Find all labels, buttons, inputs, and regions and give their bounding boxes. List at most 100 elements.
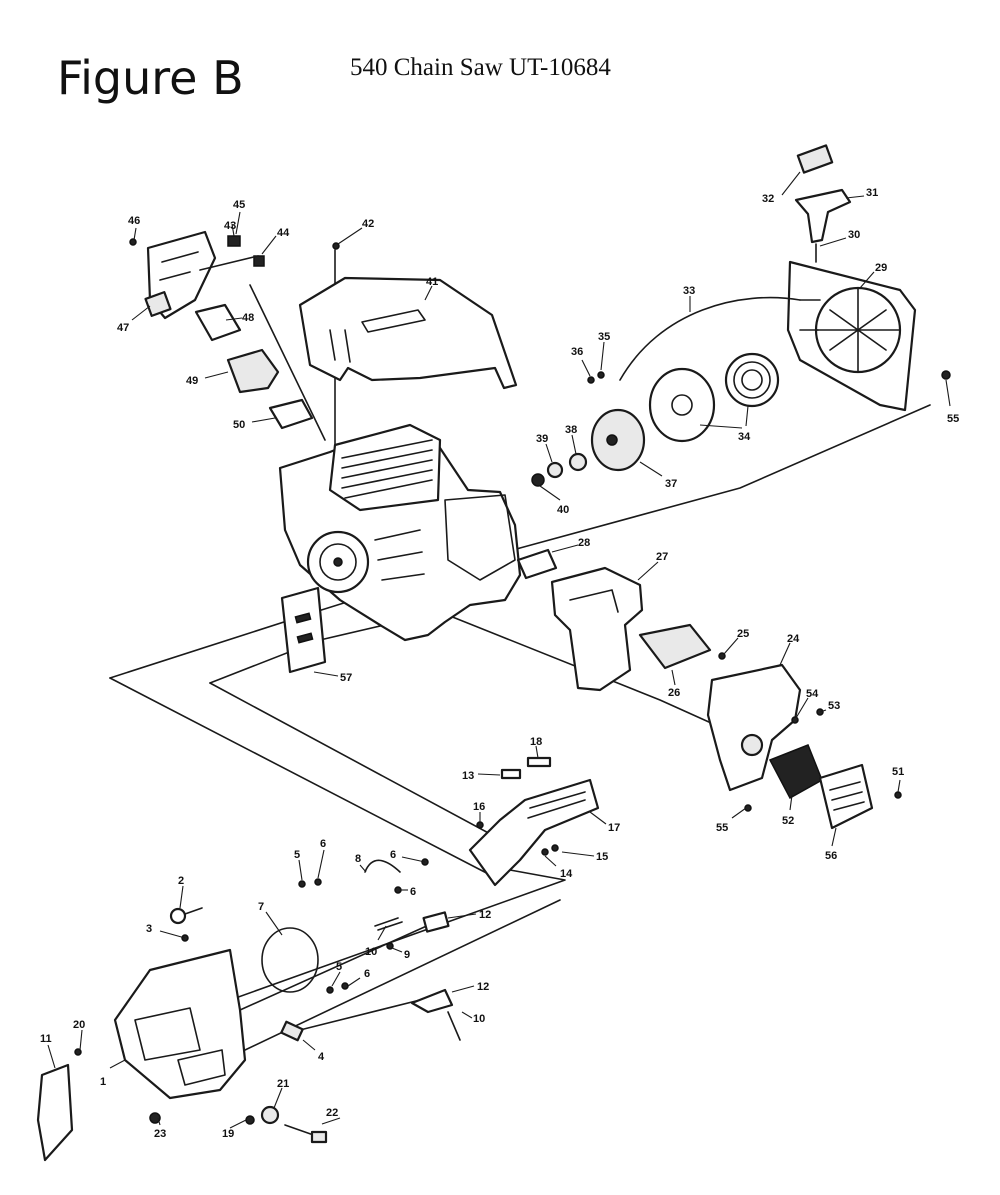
callout-32: 32 xyxy=(762,193,774,205)
callout-25: 25 xyxy=(737,628,749,640)
part-34-spring xyxy=(648,352,780,443)
part-50-gasket xyxy=(268,398,314,430)
callout-labels: 1 2 3 4 5 5 6 6 6 6 7 8 9 10 xyxy=(40,171,959,1140)
callout-17: 17 xyxy=(608,822,620,834)
callout-4: 4 xyxy=(318,1051,325,1063)
callout-15: 15 xyxy=(596,851,608,863)
callout-23: 23 xyxy=(154,1128,166,1140)
part-26-bracket xyxy=(638,623,712,670)
part-33-starter-rope xyxy=(619,296,801,381)
callout-6c: 6 xyxy=(410,886,416,898)
assembly-guide-lines xyxy=(109,249,931,1051)
part-52-screen xyxy=(768,744,823,800)
part-38-40-hardware xyxy=(531,452,588,487)
part-11-guard xyxy=(36,1063,74,1162)
callout-45: 45 xyxy=(233,199,245,211)
callout-53: 53 xyxy=(828,700,840,712)
callout-5b: 5 xyxy=(336,961,342,973)
callout-35: 35 xyxy=(598,331,610,343)
callout-6b: 6 xyxy=(390,849,396,861)
callout-19: 19 xyxy=(222,1128,234,1140)
part-29-starter-housing xyxy=(786,260,917,412)
fasteners xyxy=(74,238,951,1125)
callout-16: 16 xyxy=(473,801,485,813)
callout-13: 13 xyxy=(462,770,474,782)
callout-36: 36 xyxy=(571,346,583,358)
callout-46: 46 xyxy=(128,215,140,227)
part-13-18-decals xyxy=(500,756,552,780)
callout-5a: 5 xyxy=(294,849,300,861)
callout-1: 1 xyxy=(100,1076,106,1088)
callout-31: 31 xyxy=(866,187,878,199)
engine-block xyxy=(278,423,522,642)
part-37-pulley xyxy=(590,408,646,472)
callout-52: 52 xyxy=(782,815,794,827)
callout-51: 51 xyxy=(892,766,904,778)
callout-21: 21 xyxy=(277,1078,289,1090)
callout-26: 26 xyxy=(668,687,680,699)
callout-30: 30 xyxy=(848,229,860,241)
callout-14: 14 xyxy=(560,868,573,880)
part-49-carburetor xyxy=(226,348,280,394)
callout-11: 11 xyxy=(40,1033,52,1045)
callout-50: 50 xyxy=(233,419,245,431)
part-4-buffer xyxy=(280,1020,304,1042)
part-56-muffler-cover xyxy=(818,763,874,830)
callout-24: 24 xyxy=(787,633,800,645)
part-10-spring xyxy=(374,917,461,1041)
callout-41: 41 xyxy=(426,276,438,288)
callout-56: 56 xyxy=(825,850,837,862)
callout-2: 2 xyxy=(178,875,184,887)
part-47-air-box xyxy=(144,230,217,320)
callout-44: 44 xyxy=(277,227,290,239)
callout-3: 3 xyxy=(146,923,152,935)
callout-39: 39 xyxy=(536,433,548,445)
callout-34: 34 xyxy=(738,431,751,443)
part-57-plate xyxy=(280,586,327,674)
callout-49: 49 xyxy=(186,375,198,387)
callout-18: 18 xyxy=(530,736,542,748)
callout-37: 37 xyxy=(665,478,677,490)
part-48-adapter xyxy=(194,303,242,342)
part-28-gasket xyxy=(516,548,558,580)
callout-38: 38 xyxy=(565,424,577,436)
callout-29: 29 xyxy=(875,262,887,274)
callout-55a: 55 xyxy=(947,413,959,425)
part-27-housing xyxy=(550,566,644,692)
callout-43: 43 xyxy=(224,220,236,232)
callout-10a: 10 xyxy=(365,946,377,958)
figure-title: 540 Chain Saw UT-10684 xyxy=(350,54,611,81)
callout-22: 22 xyxy=(326,1107,338,1119)
callout-28: 28 xyxy=(578,537,590,549)
callout-33: 33 xyxy=(683,285,695,297)
part-17-handle xyxy=(468,778,600,887)
callout-54: 54 xyxy=(806,688,819,700)
callout-20: 20 xyxy=(73,1019,85,1031)
callout-10b: 10 xyxy=(473,1013,485,1025)
figure-label: Figure B xyxy=(57,51,244,105)
part-8-throttle-link xyxy=(364,859,401,873)
part-22-bolt xyxy=(260,1105,328,1144)
part-1-rear-handle xyxy=(113,948,247,1100)
callout-57: 57 xyxy=(340,672,352,684)
callout-42: 42 xyxy=(362,218,374,230)
callout-6a: 6 xyxy=(320,838,326,850)
callout-55b: 55 xyxy=(716,822,728,834)
part-41-top-cover xyxy=(298,276,518,390)
callout-12b: 12 xyxy=(477,981,489,993)
callout-48: 48 xyxy=(242,312,254,324)
part-2-bolt xyxy=(169,907,203,925)
callout-8: 8 xyxy=(355,853,361,865)
part-7-mount xyxy=(261,927,319,993)
part-24-muffler-housing xyxy=(706,663,802,792)
callout-12a: 12 xyxy=(479,909,491,921)
callout-9: 9 xyxy=(404,949,410,961)
part-12-trigger xyxy=(410,911,454,1014)
callout-27: 27 xyxy=(656,551,668,563)
callout-6d: 6 xyxy=(364,968,370,980)
part-31-starter-handle xyxy=(794,144,852,263)
callout-40: 40 xyxy=(557,504,569,516)
callout-47: 47 xyxy=(117,322,129,334)
